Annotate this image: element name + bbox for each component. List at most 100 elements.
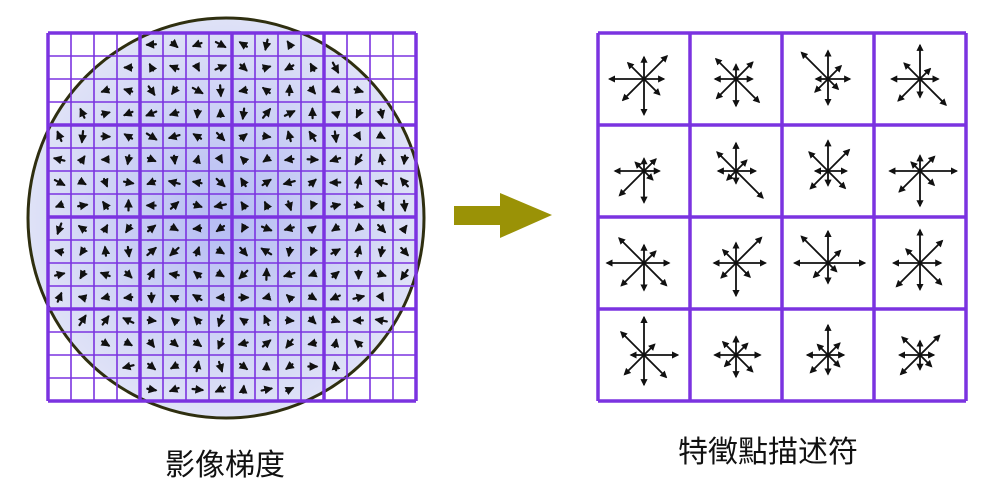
gradient-arrow	[262, 38, 272, 52]
gradient-arrow	[168, 384, 180, 393]
gradient-arrow	[375, 291, 385, 302]
gradient-arrow	[284, 315, 295, 325]
histogram-bin-arrow	[901, 336, 921, 356]
gradient-arrow	[263, 200, 273, 211]
gradient-arrow	[215, 360, 225, 373]
gradient-arrow	[100, 315, 110, 326]
gradient-arrow	[285, 130, 295, 143]
gradient-arrow	[123, 133, 134, 142]
gradient-arrow	[309, 62, 318, 73]
gradient-arrow	[330, 248, 342, 257]
histogram-bin-arrow	[809, 170, 829, 190]
histogram-bin-arrow	[827, 170, 847, 190]
gradient-arrow	[145, 39, 157, 49]
gradient-arrow	[283, 223, 295, 233]
image-gradient-panel	[26, 16, 426, 420]
histogram-bin-arrow	[716, 151, 737, 172]
gradient-arrow	[99, 271, 111, 280]
histogram-bin-arrow	[735, 78, 761, 104]
gradient-arrow	[330, 110, 341, 119]
histogram-bin-arrow	[816, 343, 829, 356]
histogram-bin-arrow	[643, 78, 661, 96]
orientation-histogram	[713, 57, 761, 108]
histogram-bin-arrow	[735, 236, 763, 264]
gradient-arrow	[167, 131, 181, 141]
gradient-arrow	[400, 268, 410, 281]
histogram-bin-arrow	[903, 62, 921, 80]
orientation-histogram	[888, 154, 959, 208]
gradient-arrow	[261, 64, 272, 73]
histogram-bin-arrow	[735, 354, 754, 373]
gradient-arrow	[354, 339, 364, 349]
histogram-bin-arrow	[620, 331, 645, 356]
gradient-arrow	[100, 292, 111, 301]
gradient-arrow	[285, 246, 295, 258]
gradient-arrow	[355, 108, 364, 119]
gradient-arrow	[215, 131, 226, 142]
gradient-arrow	[122, 177, 135, 187]
gradient-arrow	[215, 84, 225, 98]
histogram-bin-arrow	[721, 340, 737, 356]
gradient-arrow	[306, 84, 316, 95]
gradient-arrow	[285, 360, 295, 370]
histogram-bin-arrow	[827, 262, 838, 273]
gradient-arrow	[54, 270, 66, 280]
gradient-arrow	[240, 222, 250, 233]
histogram-bin-arrow	[899, 354, 921, 376]
gradient-arrow	[192, 200, 203, 209]
gradient-arrow	[76, 155, 86, 165]
descriptor-panel	[596, 31, 968, 403]
histogram-bin-arrow	[721, 248, 737, 264]
histogram-bin-arrow	[827, 342, 841, 356]
gradient-arrow	[99, 223, 109, 234]
orientation-histogram	[608, 54, 669, 116]
orientation-histogram	[620, 315, 680, 387]
gradient-arrow	[169, 201, 180, 211]
histogram-bin-arrow	[919, 67, 932, 80]
gradient-arrow	[193, 270, 203, 280]
gradient-arrow	[214, 153, 224, 164]
gradient-arrow	[329, 292, 341, 301]
gradient-arrow	[122, 317, 135, 326]
histogram-bin-arrow	[919, 170, 936, 187]
gradient-arrow	[79, 246, 89, 256]
gradient-arrow	[330, 130, 340, 144]
histogram-bin-arrow	[626, 61, 645, 80]
gradient-arrow	[399, 199, 409, 213]
orientation-histogram	[713, 335, 762, 379]
gradient-arrow	[169, 38, 179, 49]
gradient-arrow	[330, 315, 341, 324]
gradient-arrow	[215, 177, 226, 188]
gradient-arrow	[284, 386, 295, 395]
histogram-bin-arrow	[735, 159, 748, 172]
histogram-bin-arrow	[643, 250, 657, 264]
descriptor-grid	[596, 31, 968, 403]
gradient-arrow	[168, 108, 180, 117]
gradient-arrow	[353, 175, 363, 189]
gradient-arrow	[123, 245, 133, 258]
gradient-arrow	[171, 85, 180, 96]
histogram-bin-arrow	[898, 170, 921, 193]
histogram-bin-arrow	[814, 78, 829, 93]
gradient-arrow	[309, 246, 319, 257]
gradient-arrow	[169, 338, 179, 348]
gradient-arrow	[286, 40, 296, 51]
gradient-arrow	[192, 154, 201, 165]
image-gradient-caption: 影像梯度	[165, 448, 285, 483]
gradient-arrow	[54, 291, 63, 303]
orientation-histogram	[716, 141, 764, 199]
gradient-arrow	[330, 61, 340, 74]
gradient-arrow	[306, 225, 317, 235]
gradient-arrow	[377, 153, 387, 166]
histogram-bin-arrow	[809, 354, 829, 374]
gradient-arrow	[376, 223, 387, 234]
histogram-bin-arrow	[827, 249, 842, 264]
histogram-bin-arrow	[735, 170, 764, 199]
gradient-arrow	[148, 62, 158, 73]
gradient-arrow	[285, 294, 296, 304]
gradient-arrow	[77, 201, 89, 211]
gradient-arrow	[191, 178, 203, 188]
gradient-arrow	[167, 178, 181, 188]
gradient-arrow	[192, 246, 201, 257]
orientation-histogram	[712, 236, 767, 298]
